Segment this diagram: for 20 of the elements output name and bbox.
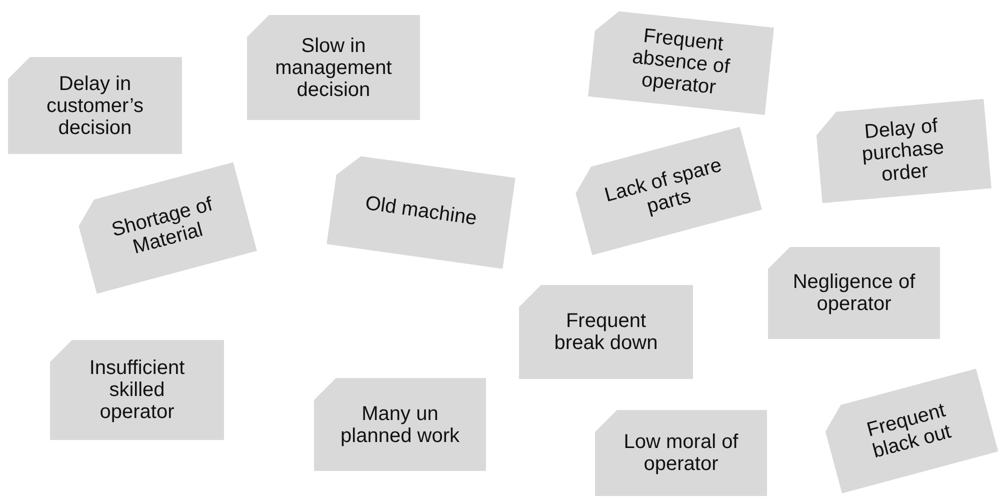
card-text: Negligence of operator bbox=[792, 271, 916, 315]
card-text: Frequent black out bbox=[864, 398, 954, 465]
card-text: Delay of purchase order bbox=[860, 114, 946, 188]
snipped-card bbox=[768, 247, 940, 339]
snipped-card bbox=[8, 57, 182, 154]
snipped-card bbox=[595, 410, 767, 496]
card-text: Slow in management decision bbox=[274, 34, 393, 100]
snipped-card bbox=[50, 340, 224, 440]
card-text: Lack of spare parts bbox=[601, 153, 725, 220]
card-text: Old machine bbox=[364, 192, 478, 230]
card-text: Shortage of Material bbox=[108, 192, 216, 260]
card-text: Frequent absence of operator bbox=[630, 24, 732, 101]
card-text: Insufficient skilled operator bbox=[88, 357, 186, 423]
card-text: Delay in customer’s decision bbox=[45, 72, 145, 138]
snipped-card bbox=[314, 378, 486, 471]
card-text: Low moral of operator bbox=[622, 431, 740, 475]
snipped-card bbox=[519, 285, 693, 379]
card-text: Frequent break down bbox=[553, 310, 659, 354]
snipped-card bbox=[247, 15, 420, 120]
card-text: Many un planned work bbox=[340, 402, 460, 446]
